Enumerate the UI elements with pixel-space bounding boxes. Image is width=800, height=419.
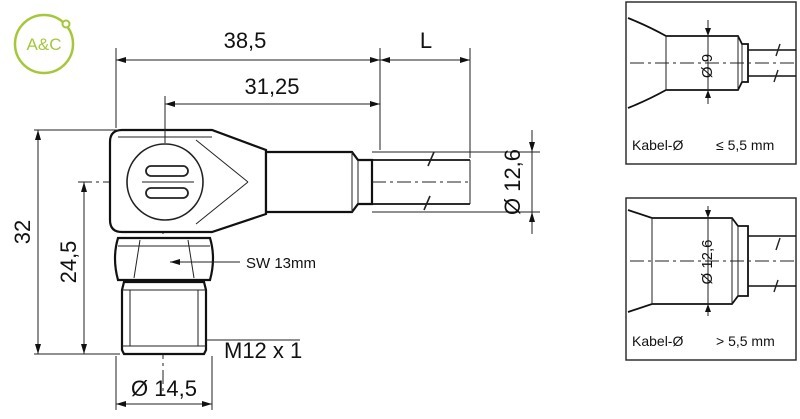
housing-face [126,143,204,221]
detail-small-cable-spec: ≤ 5,5 mm [716,137,774,153]
dim-cable-diameter: Ø 12,6 [500,149,525,215]
dim-wrench-size: SW 13mm [246,255,316,272]
angled-housing [108,128,268,234]
grip-slot-bottom [145,187,189,199]
dimension-lines: 38,5 L 31,25 32 24,5 Ø 12,6 SW 13mm M12 … [10,28,540,410]
dim-cable-length: L [420,28,432,53]
detail-large-cable: Ø 12,6 Kabel-Ø > 5,5 mm [625,197,797,361]
detail-small-cable-label: Kabel-Ø [632,137,683,153]
dim-total-length: 38,5 [224,28,267,53]
logo-text: A&C [27,35,62,54]
cable [372,159,470,205]
hex-nut [113,236,215,282]
detail-large-diameter: Ø 12,6 [699,239,716,284]
detail-large-cable-spec: > 5,5 mm [716,333,775,349]
detail-small-diameter: Ø 9 [699,54,716,78]
dim-thread-diameter: Ø 14,5 [131,376,197,401]
dim-height-axis: 24,5 [56,241,81,284]
thread-body [120,280,208,356]
dim-inner-length: 31,25 [244,74,299,99]
detail-small-cable: Ø 9 Kabel-Ø ≤ 5,5 mm [625,1,797,165]
grip-slot-top [145,165,189,177]
strain-relief [264,150,374,214]
brand-logo: A&C [13,13,75,75]
dim-height-total: 32 [10,220,35,244]
detail-large-cable-label: Kabel-Ø [632,333,683,349]
dim-thread: M12 x 1 [224,338,302,363]
connector-main-view [78,128,471,395]
